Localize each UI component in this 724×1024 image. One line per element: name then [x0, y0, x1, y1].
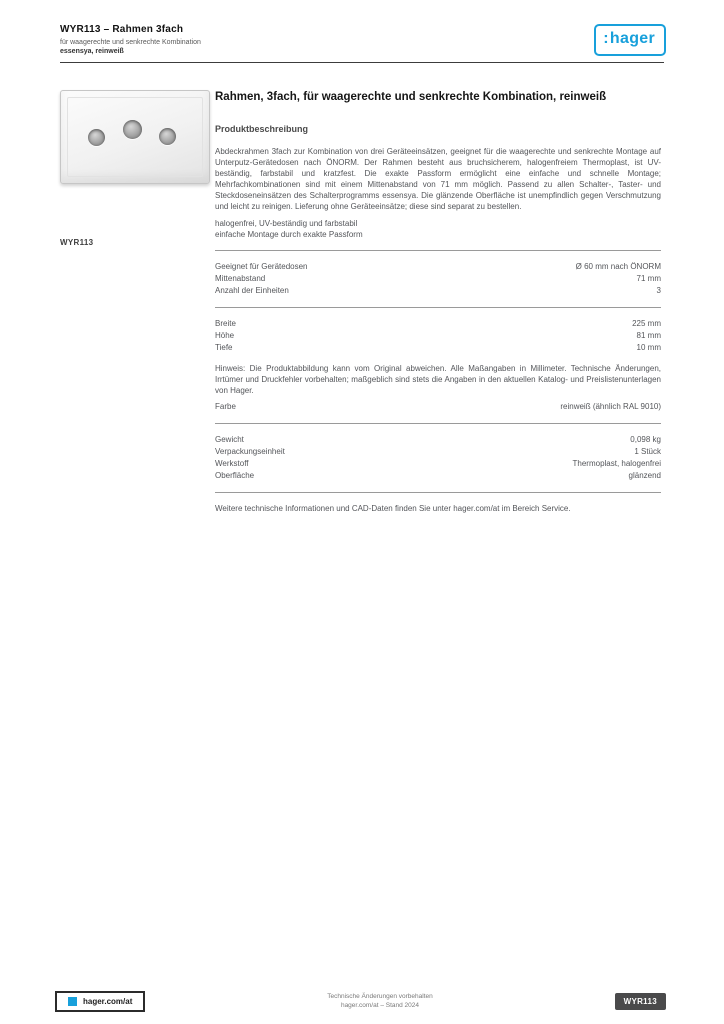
feature-list: halogenfrei, UV-beständig und farbstabil… [215, 218, 661, 240]
spec-label: Geeignet für Gerätedosen [215, 262, 308, 271]
spec-value: 10 mm [636, 343, 661, 352]
footer-note-line-1: Technische Änderungen vorbehalten [327, 993, 433, 1000]
spec-value: 81 mm [636, 331, 661, 340]
product-title: Rahmen, 3fach, für waagerechte und senkr… [215, 91, 607, 103]
frame-opening-1-icon [88, 129, 105, 146]
spec-row: Höhe 81 mm [215, 330, 661, 342]
spec-row: Gewicht 0,098 kg [215, 434, 661, 446]
spec-label: Mittenabstand [215, 274, 266, 283]
spec-label: Breite [215, 319, 236, 328]
hager-logo-text: hager [609, 30, 655, 47]
spec-value: Ø 60 mm nach ÖNORM [575, 262, 661, 271]
spec-value: 0,098 kg [630, 435, 661, 444]
section-divider [215, 492, 661, 493]
header-product-subtitle-1: für waagerechte und senkrechte Kombinati… [60, 39, 201, 46]
spec-row: Mittenabstand 71 mm [215, 273, 661, 285]
frame-opening-2-icon [123, 120, 142, 139]
product-description: Abdeckrahmen 3fach zur Kombination von d… [215, 147, 661, 211]
spec-section: Breite 225 mm Höhe 81 mm Tiefe 10 mm Hinweis: … [215, 318, 661, 413]
hager-footer-mark-icon [68, 997, 77, 1006]
spec-label: Tiefe [215, 343, 233, 352]
product-image-column: WYR113 [60, 90, 212, 247]
spec-section: Geeignet für Gerätedosen Ø 60 mm nach ÖNO… [215, 261, 661, 297]
main-content: Rahmen, 3fach, für waagerechte und senkr… [215, 90, 661, 514]
header-product-subtitle-2: essensya, reinweiß [60, 48, 124, 55]
feature-item: halogenfrei, UV-beständig und farbstabil [215, 219, 358, 228]
spec-row: Farbe reinweiß (ähnlich RAL 9010) [215, 401, 661, 413]
header-rule [60, 62, 664, 63]
spec-value: 225 mm [632, 319, 661, 328]
footer-center-text: Technische Änderungen vorbehalten hager.… [327, 993, 433, 1010]
section-heading: Produktbeschreibung [215, 124, 309, 134]
hager-logo-colon: : [603, 30, 609, 47]
spec-value: 3 [656, 286, 661, 295]
frame-opening-3-icon [159, 128, 176, 145]
product-image [60, 90, 210, 184]
spec-label: Werkstoff [215, 459, 249, 468]
section-divider [215, 307, 661, 308]
footer-site-box: hager.com/at [55, 991, 146, 1012]
spec-row: Werkstoff Thermoplast, halogenfrei [215, 458, 661, 470]
spec-note: Hinweis: Die Produktabbildung kann vom O… [215, 364, 661, 395]
feature-item: einfache Montage durch exakte Passform [215, 230, 363, 239]
spec-label: Anzahl der Einheiten [215, 286, 289, 295]
product-image-frame-edge [67, 97, 203, 177]
spec-section: Gewicht 0,098 kg Verpackungseinheit 1 Stück… [215, 434, 661, 482]
spec-row: Anzahl der Einheiten 3 [215, 285, 661, 297]
spec-value: reinweiß (ähnlich RAL 9010) [560, 402, 661, 411]
section-divider [215, 250, 661, 251]
spec-row: Breite 225 mm [215, 318, 661, 330]
footer-note-line-2: hager.com/at – Stand 2024 [340, 1001, 420, 1009]
spec-value: Thermoplast, halogenfrei [572, 459, 662, 468]
spec-label: Verpackungseinheit [215, 447, 285, 456]
footer-site-url: hager.com/at [83, 997, 133, 1006]
spec-value: 71 mm [636, 274, 661, 283]
product-image-caption: WYR113 [60, 238, 94, 247]
spec-sections: Geeignet für Gerätedosen Ø 60 mm nach ÖNO… [215, 250, 661, 493]
footer-ref-badge: WYR113 [614, 993, 666, 1010]
spec-label: Gewicht [215, 435, 244, 444]
spec-row: Tiefe 10 mm [215, 342, 661, 354]
spec-row: Geeignet für Gerätedosen Ø 60 mm nach ÖNO… [215, 261, 661, 273]
spec-row: Oberfläche glänzend [215, 470, 661, 482]
spec-label: Höhe [215, 331, 235, 340]
spec-label: Farbe [215, 402, 236, 411]
closing-note: Weitere technische Informationen und CAD… [215, 504, 571, 513]
page-footer: hager.com/at Technische Änderungen vorbe… [55, 991, 666, 1012]
spec-value: glänzend [628, 471, 661, 480]
section-divider [215, 423, 661, 424]
spec-value: 1 Stück [634, 447, 661, 456]
spec-row: Verpackungseinheit 1 Stück [215, 446, 661, 458]
spec-label: Oberfläche [215, 471, 255, 480]
page-header: WYR113 – Rahmen 3fach für waagerechte un… [60, 24, 666, 56]
header-product-ref: WYR113 – Rahmen 3fach [60, 24, 184, 35]
hager-logo: :hager [594, 24, 666, 56]
header-product-block: WYR113 – Rahmen 3fach für waagerechte un… [60, 24, 201, 56]
